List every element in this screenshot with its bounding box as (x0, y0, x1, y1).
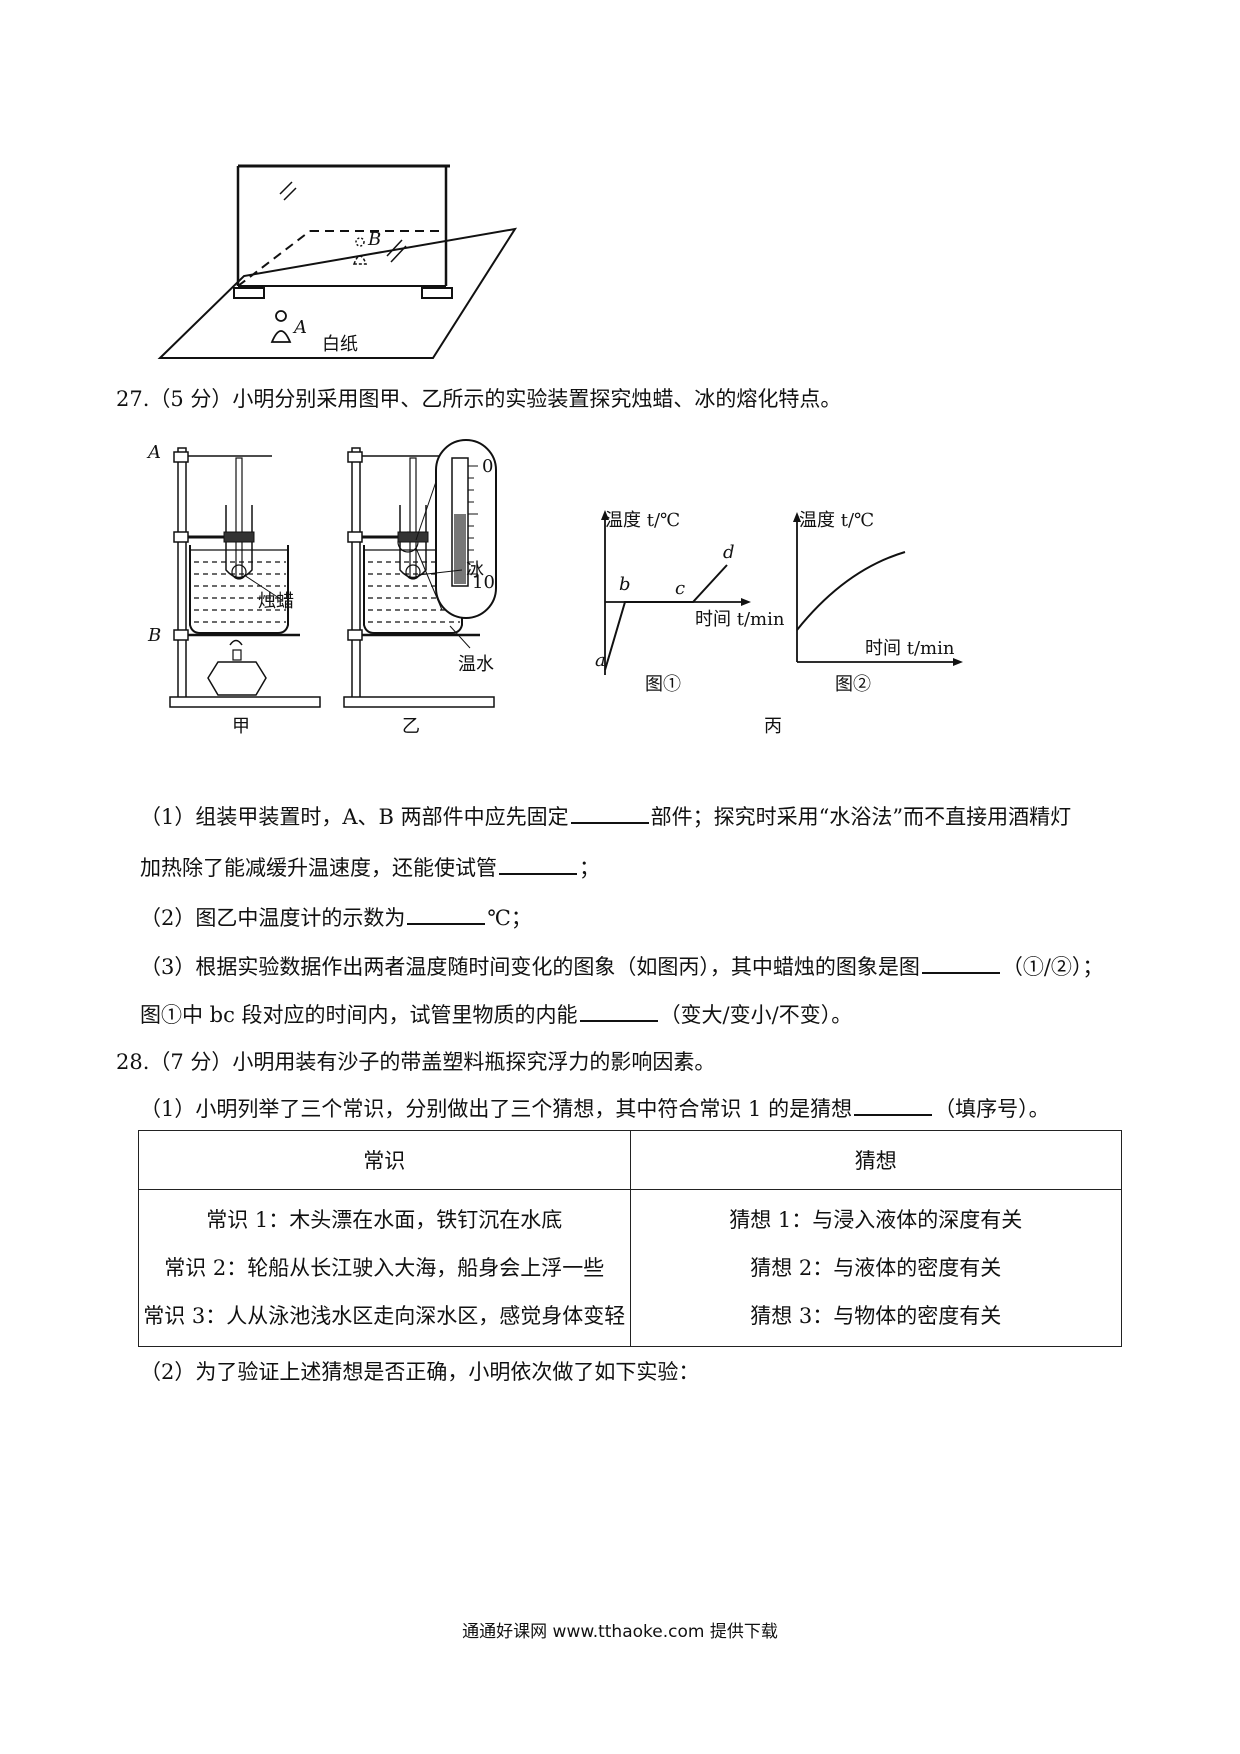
answer-blank[interactable] (579, 1002, 658, 1022)
q28-part1-text-b: （填序号）。 (934, 1097, 1050, 1121)
graph-1-caption: 图① (645, 674, 681, 695)
guess-3: 猜想 3：与物体的密度有关 (750, 1304, 1002, 1328)
caption-jia: 甲 (232, 716, 250, 737)
q27-part3-text-a: （3）根据实验数据作出两者温度随时间变化的图象（如图丙），其中蜡烛的图象是图 (140, 955, 920, 979)
caption-bing: 丙 (764, 716, 782, 737)
apparatus-jia-figure: A B 烛蜡 甲 (146, 442, 321, 737)
q27-part1-text-b: 部件；探究时采用“水浴法”而不直接用酒精灯 (650, 805, 1072, 829)
q28-heading: 28.（7 分）小明用装有沙子的带盖塑料瓶探究浮力的影响因素。 (116, 1050, 716, 1074)
graph-2-xlabel: 时间 t/min (865, 638, 955, 659)
q28-part1: （1）小明列举了三个常识，分别做出了三个猜想，其中符合常识 1 的是猜想 （填序号… (140, 1094, 1050, 1124)
common-sense-table: 常识 猜想 常识 1：木头漂在水面，铁钉沉在水底 常识 2：轮船从长江驶入大海，… (138, 1130, 1122, 1347)
graph-1-ylabel: 温度 t/℃ (605, 510, 680, 531)
graph-2-caption: 图② (835, 674, 871, 695)
answer-blank[interactable] (570, 804, 649, 824)
q27-part1-line2: 加热除了能减缓升温速度，还能使试管 ； (140, 853, 600, 883)
q27-part3-line2: 图①中 bc 段对应的时间内，试管里物质的内能 （变大/变小/不变）。 (140, 1000, 852, 1030)
image-b-label: B (367, 229, 381, 250)
thermo-tick-0: 0 (482, 456, 493, 477)
common-sense-2: 常识 2：轮船从长江驶入大海，船身会上浮一些 (164, 1256, 605, 1280)
point-c: c (675, 578, 685, 599)
part-b-label: B (147, 625, 161, 646)
point-d: d (723, 542, 735, 563)
q27-heading: 27.（5 分）小明分别采用图甲、乙所示的实验装置探究烛蜡、冰的熔化特点。 (116, 387, 842, 411)
thermo-tick-10: 10 (472, 572, 495, 593)
answer-blank[interactable] (854, 1096, 933, 1116)
graph-2: 温度 t/℃ 时间 t/min 图② (793, 510, 963, 695)
q27-part2-text-a: （2）图乙中温度计的示数为 (140, 906, 406, 930)
point-a: a (595, 650, 606, 671)
candle-a-label: A (292, 317, 307, 338)
warm-water-label: 温水 (458, 654, 494, 675)
q27-part1-text-d: ； (579, 856, 600, 880)
guess-2: 猜想 2：与液体的密度有关 (750, 1256, 1002, 1280)
q27-part3-text-d: （变大/变小/不变）。 (659, 1003, 853, 1027)
table-header-guess: 猜想 (629, 1130, 1122, 1190)
common-sense-3: 常识 3：人从泳池浅水区走向深水区，感觉身体变轻 (143, 1304, 626, 1328)
common-sense-cell: 常识 1：木头漂在水面，铁钉沉在水底 常识 2：轮船从长江驶入大海，船身会上浮一… (138, 1189, 631, 1347)
answer-blank[interactable] (499, 855, 577, 875)
part-a-label: A (146, 442, 161, 463)
mirror-experiment-figure: B A 白纸 (157, 164, 518, 359)
table-header-common: 常识 (138, 1130, 631, 1190)
apparatus-yi-figure: 0 10 冰 温水 乙 (343, 439, 497, 737)
point-b: b (619, 574, 631, 595)
q28-part2: （2）为了验证上述猜想是否正确，小明依次做了如下实验： (140, 1360, 700, 1384)
q27-part3-line1: （3）根据实验数据作出两者温度随时间变化的图象（如图丙），其中蜡烛的图象是图 （①… (140, 952, 1103, 982)
caption-yi: 乙 (402, 716, 420, 737)
q27-part2-text-b: ℃； (487, 906, 532, 930)
common-sense-1: 常识 1：木头漂在水面，铁钉沉在水底 (206, 1208, 563, 1232)
q27-part1-text-c: 加热除了能减缓升温速度，还能使试管 (140, 856, 497, 880)
guess-1: 猜想 1：与浸入液体的深度有关 (729, 1208, 1023, 1232)
page-footer: 通通好课网 www.tthaoke.com 提供下载 (462, 1622, 778, 1642)
graph-1: 温度 t/℃ 时间 t/min a b c d 图① (595, 510, 785, 695)
q27-part1-text-a: （1）组装甲装置时，A、B 两部件中应先固定 (140, 805, 569, 829)
ice-label: 冰 (466, 560, 484, 581)
q27-part2: （2）图乙中温度计的示数为 ℃； (140, 903, 532, 933)
q27-part3-text-c: 图①中 bc 段对应的时间内，试管里物质的内能 (140, 1003, 578, 1027)
answer-blank[interactable] (407, 905, 486, 925)
answer-blank[interactable] (921, 954, 1000, 974)
guess-cell: 猜想 1：与浸入液体的深度有关 猜想 2：与液体的密度有关 猜想 3：与物体的密… (629, 1189, 1122, 1347)
white-paper-label: 白纸 (322, 334, 358, 355)
graph-2-ylabel: 温度 t/℃ (799, 510, 874, 531)
graph-1-xlabel: 时间 t/min (695, 609, 785, 630)
candle-wax-label: 烛蜡 (258, 591, 294, 612)
q28-part1-text-a: （1）小明列举了三个常识，分别做出了三个猜想，其中符合常识 1 的是猜想 (140, 1097, 853, 1121)
q27-part1-line1: （1）组装甲装置时，A、B 两部件中应先固定 部件；探究时采用“水浴法”而不直接用… (140, 802, 1071, 832)
q27-part3-text-b: （①/②）； (1001, 955, 1104, 979)
